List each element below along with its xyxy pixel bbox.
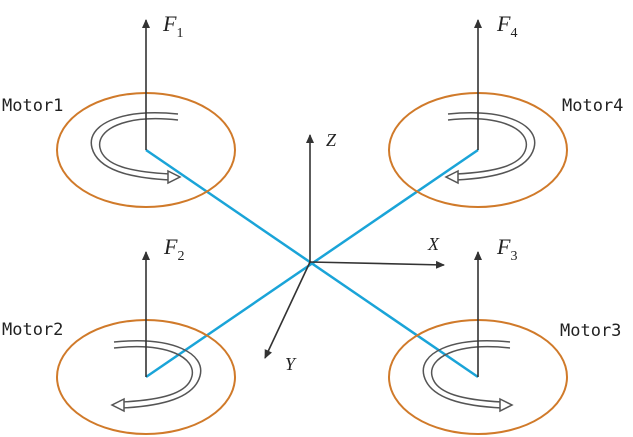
motor1-rotation-arrow-icon: [90, 112, 182, 185]
y-axis-label: Y: [285, 354, 297, 374]
motor2-rotation-arrow-icon: [110, 340, 202, 413]
motor4-label: Motor4: [562, 96, 623, 116]
force-f4-label: F4: [496, 11, 517, 41]
motor3-rotation-arrow-icon: [422, 340, 514, 413]
y-axis-arrow: [264, 261, 311, 359]
motor1-group: F1 Motor1: [2, 11, 236, 208]
motor4-group: F4 Motor4: [388, 11, 623, 208]
arm-motor4-motor2: [145, 148, 479, 379]
motor3-group: F3 Motor3: [388, 234, 621, 435]
force-f3-label: F3: [496, 234, 517, 264]
motor2-group: F2 Motor2: [2, 234, 236, 435]
motor2-label: Motor2: [2, 320, 63, 340]
x-axis-arrow: [309, 260, 445, 269]
coordinate-axes: Z X Y: [264, 130, 445, 374]
x-axis-label: X: [427, 234, 440, 254]
force-f2-label: F2: [163, 234, 184, 264]
motor4-rotation-arrow-icon: [444, 112, 536, 185]
motor1-label: Motor1: [2, 96, 63, 116]
force-f1-label: F1: [162, 11, 183, 41]
motor3-label: Motor3: [560, 321, 621, 341]
z-axis-label: Z: [326, 130, 337, 150]
